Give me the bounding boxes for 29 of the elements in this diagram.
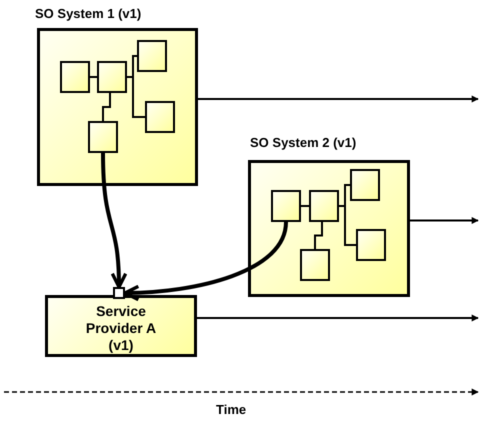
connector-line xyxy=(127,76,145,118)
component-square xyxy=(97,61,127,93)
component-square xyxy=(137,40,167,72)
connector-line xyxy=(314,222,323,249)
connector-line xyxy=(339,205,356,246)
timeline-arrow xyxy=(197,314,479,322)
arrow xyxy=(101,152,128,289)
connector-line xyxy=(102,93,111,121)
system-panel xyxy=(248,160,410,297)
port-square xyxy=(113,287,125,299)
component-square xyxy=(88,121,118,153)
component-square xyxy=(309,190,339,222)
timeline-arrow xyxy=(410,217,479,224)
component-square xyxy=(145,101,175,133)
connector-line xyxy=(301,205,309,207)
system-panel xyxy=(37,28,198,186)
component-square xyxy=(300,249,330,281)
box-heading: SO System 1 (v1) xyxy=(35,6,142,22)
connector-line xyxy=(90,76,97,78)
component-square xyxy=(271,190,301,222)
box-label: Service Provider A (v1) xyxy=(84,302,158,354)
arrow xyxy=(123,222,288,301)
axis-label: Time xyxy=(216,402,246,418)
component-square xyxy=(350,169,380,201)
component-square xyxy=(60,61,90,93)
service-box xyxy=(45,295,197,357)
timeline-arrow xyxy=(198,96,479,102)
box-heading: SO System 2 (v1) xyxy=(250,135,356,151)
component-square xyxy=(356,229,386,261)
